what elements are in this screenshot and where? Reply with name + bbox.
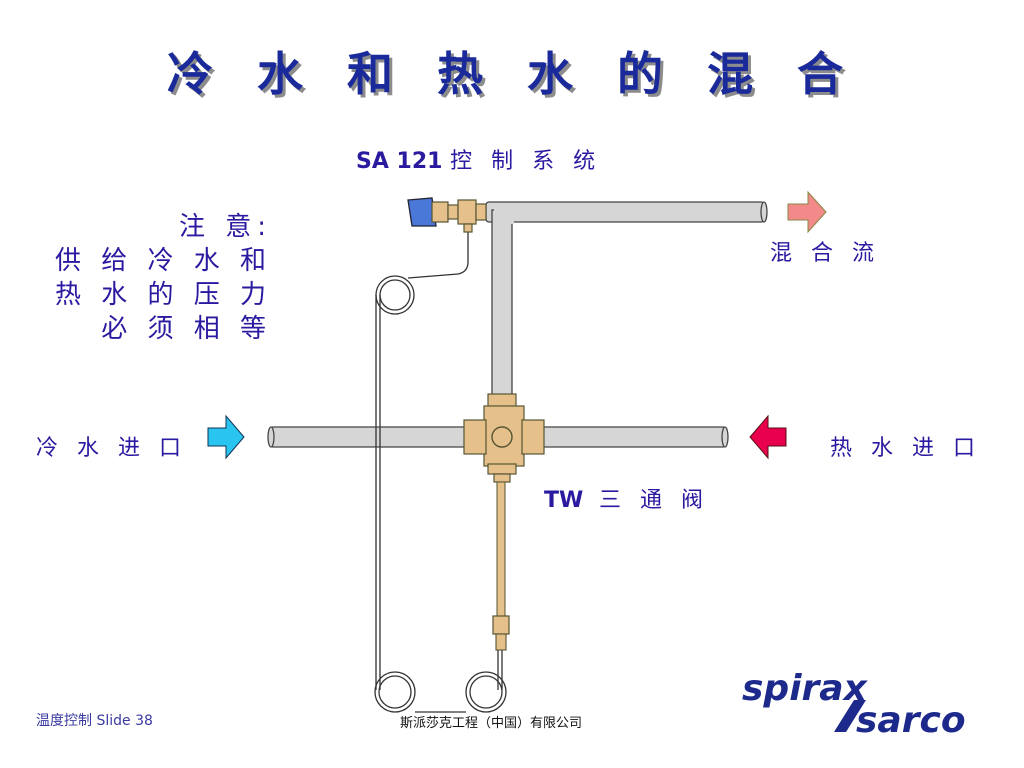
valve-stem (492, 481, 510, 651)
mixed-flow-label: 混 合 流 (770, 241, 880, 266)
pressure-note: 注 意: 供 给 冷 水 和 热 水 的 压 力 必 须 相 等 (55, 210, 272, 346)
company-name: 斯派莎克工程（中国）有限公司 (400, 716, 583, 731)
spirax-sarco-logo: spirax sarco (742, 668, 966, 741)
capillary-tube (374, 226, 507, 713)
controller-desc: 控 制 系 统 (450, 149, 602, 174)
note-line-3: 热 水 的 压 力 (54, 280, 272, 310)
slide-title: 冷 水 和 热 水 的 混 合 (166, 47, 858, 101)
mixed-outlet-pipe (485, 201, 768, 223)
note-line-1: 注 意: (178, 212, 272, 242)
controller-model: SA 121 (356, 149, 443, 174)
riser-pipe (491, 204, 514, 397)
note-line-4: 必 须 相 等 (101, 314, 272, 344)
valve-label: TW 三 通 阀 (544, 482, 709, 514)
mixed-flow-arrow-icon (787, 190, 827, 234)
hot-inlet-arrow-icon (749, 414, 787, 460)
controller-label: SA 121 控 制 系 统 (356, 143, 601, 175)
logo-slash (834, 700, 866, 732)
valve-actuator-icon (407, 197, 487, 233)
valve-model: TW (544, 488, 584, 513)
logo-top: spirax (742, 668, 869, 709)
valve-desc: 三 通 阀 (598, 488, 709, 513)
logo-bottom: sarco (856, 700, 966, 741)
hot-inlet-label: 热 水 进 口 (830, 436, 981, 461)
cold-inlet-arrow-icon (207, 414, 245, 460)
cold-inlet-label: 冷 水 进 口 (36, 436, 187, 461)
slide-footer: 温度控制 Slide 38 (36, 713, 153, 729)
note-line-2: 供 给 冷 水 和 (54, 246, 272, 276)
three-way-valve (463, 393, 545, 483)
